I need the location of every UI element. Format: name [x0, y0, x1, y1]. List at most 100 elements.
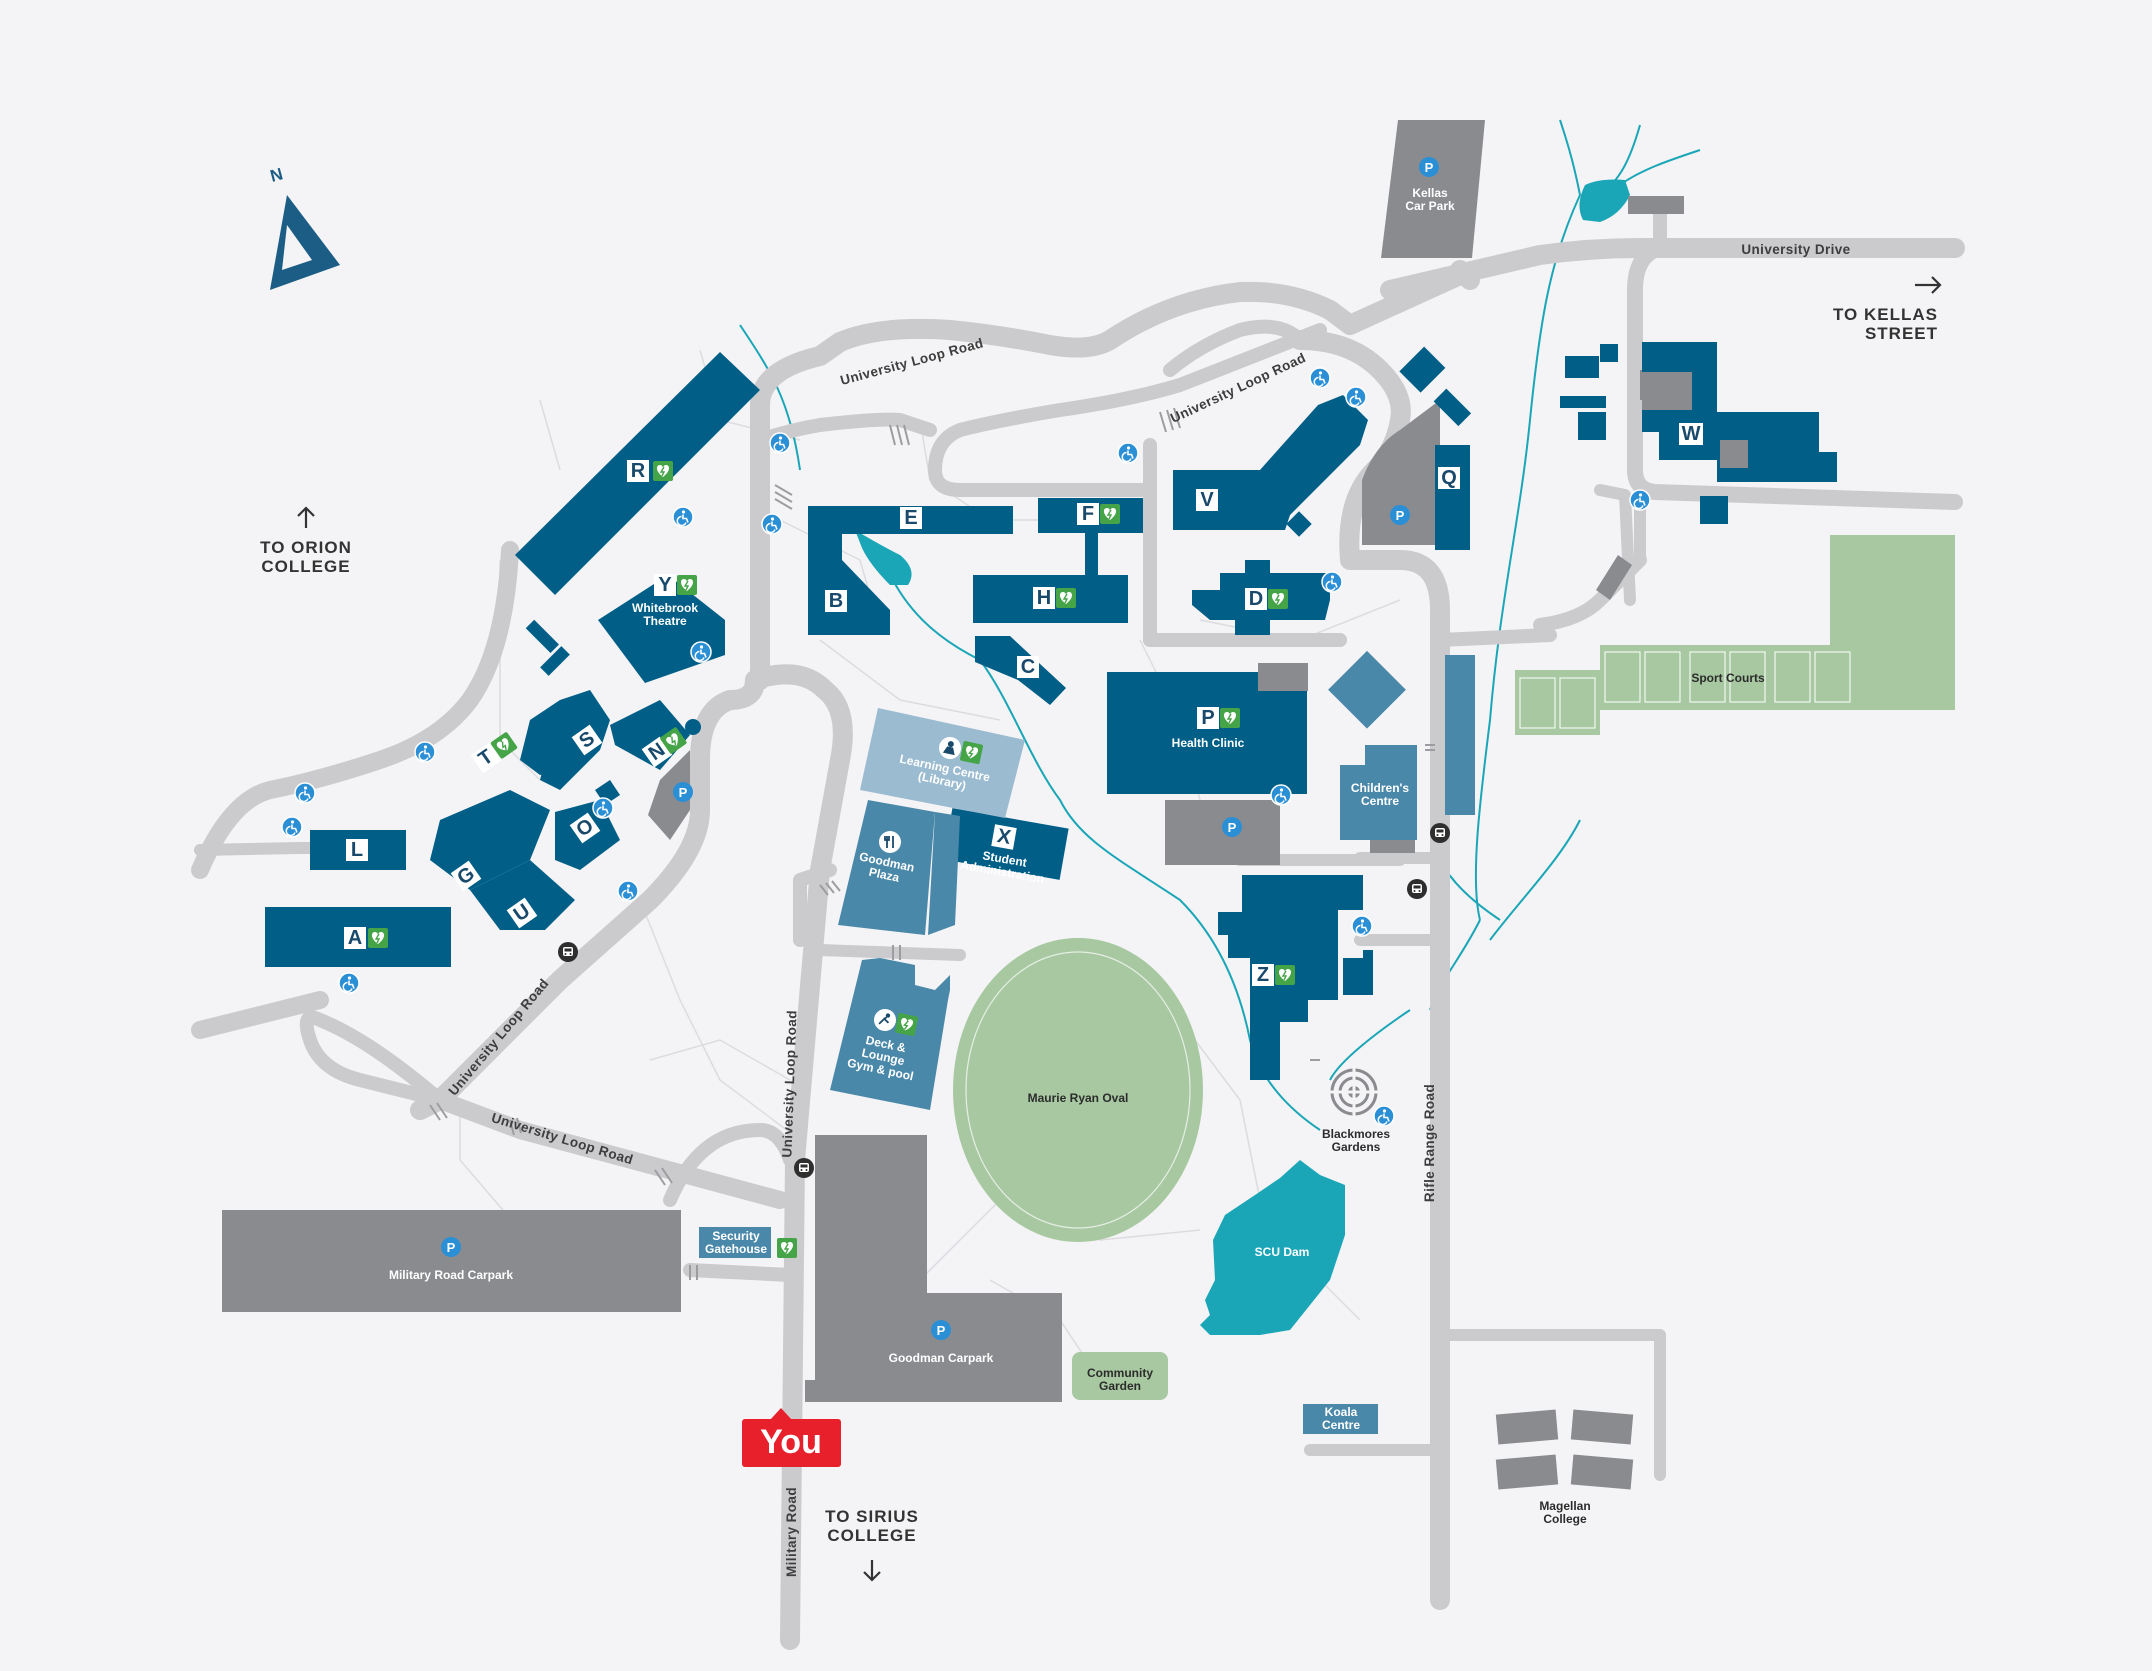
badge-e: E [900, 507, 922, 529]
parking-icons: P P P P P P [441, 157, 1439, 1340]
badge-p: P [1197, 707, 1241, 729]
gym-pool-icons [874, 1009, 920, 1038]
badge-s: S [571, 724, 603, 756]
building-v [1173, 395, 1368, 530]
svg-text:P: P [1201, 707, 1214, 729]
parking-icon: P [931, 1320, 951, 1340]
badge-b: B [825, 590, 847, 612]
svg-text:Q: Q [1441, 467, 1457, 489]
svg-text:P: P [679, 785, 688, 800]
parking-icon: P [1390, 505, 1410, 525]
badge-z: Z [1252, 964, 1296, 986]
badge-h: H [1033, 587, 1077, 609]
blackmores-label-1: Blackmores [1322, 1127, 1390, 1141]
diamond-building [1328, 650, 1406, 729]
kellas-car-park [1381, 120, 1485, 258]
scu-dam-label: SCU Dam [1255, 1245, 1310, 1259]
small-lake [855, 530, 912, 585]
accessible-icon [1117, 442, 1139, 464]
tennis-court-left [1515, 670, 1600, 735]
bus-stop-icon [1407, 879, 1427, 899]
road-label-loop-diagonal: University Loop Road [445, 976, 551, 1099]
north-compass: N [268, 164, 340, 290]
svg-text:Z: Z [1257, 964, 1269, 986]
svg-text:STREET: STREET [1865, 324, 1938, 343]
goodman-carpark-label: Goodman Carpark [889, 1351, 994, 1365]
building-q [1435, 445, 1470, 550]
bus-stop-icon [794, 1158, 814, 1178]
badge-d: D [1245, 588, 1289, 610]
court-lines [1519, 651, 1851, 729]
badge-x: X [991, 824, 1017, 850]
svg-text:V: V [1200, 489, 1214, 511]
security-gatehouse-label-1: Security [712, 1229, 760, 1243]
svg-text:TO SIRIUS: TO SIRIUS [825, 1507, 919, 1526]
badge-w: W [1679, 423, 1703, 445]
arrow-right-icon [1915, 276, 1942, 294]
learning-centre-icons [939, 737, 985, 766]
koala-centre-building [1303, 1404, 1378, 1434]
accessible-icon [1351, 915, 1373, 937]
badge-l: L [346, 839, 368, 861]
accessible-icon [617, 880, 639, 902]
road-label-rifle-range: Rifle Range Road [1422, 1084, 1437, 1202]
accessible-icon [1345, 386, 1367, 408]
to-orion-college: TO ORION COLLEGE [260, 506, 352, 576]
accessible-icon [761, 513, 783, 535]
bus-stop-icon [558, 942, 578, 962]
badge-y: Y [654, 574, 698, 596]
koala-centre-label-2: Centre [1322, 1418, 1360, 1432]
magellan-college-label-1: Magellan [1539, 1499, 1590, 1513]
badge-q: Q [1438, 467, 1460, 489]
svg-text:TO ORION: TO ORION [260, 538, 352, 557]
accessible-icon [294, 782, 316, 804]
svg-text:D: D [1249, 588, 1263, 610]
svg-text:X: X [996, 825, 1014, 849]
accessible-icon [1309, 367, 1331, 389]
parking-icon: P [1419, 157, 1439, 177]
blackmores-label-2: Gardens [1332, 1140, 1381, 1154]
accessible-icon [1270, 784, 1292, 806]
badge-f: F [1077, 503, 1121, 525]
community-garden-area [1072, 1352, 1168, 1400]
magellan-college-label-2: College [1543, 1512, 1587, 1526]
bus-stop-icon [1430, 823, 1450, 843]
svg-text:Y: Y [658, 574, 672, 596]
svg-text:F: F [1082, 503, 1094, 525]
childrens-centre-building [1340, 745, 1417, 840]
north-arrow-icon [270, 195, 340, 290]
svg-text:E: E [904, 507, 917, 529]
learning-centre [860, 708, 1025, 818]
secondary-buildings [699, 650, 1475, 1434]
north-label: N [268, 164, 285, 186]
accessible-icon [1373, 1105, 1395, 1127]
security-aed-icon [776, 1237, 798, 1259]
goodman-carpark [805, 1135, 1062, 1402]
deck-and-lounge-building [830, 958, 950, 1110]
childrens-centre-label-2: Centre [1361, 794, 1399, 808]
narrow-building [1445, 655, 1475, 815]
goodman-plaza-label-2: Plaza [868, 865, 901, 885]
accessible-icon [281, 816, 303, 838]
badge-c: C [1017, 656, 1039, 678]
dining-icon [879, 831, 901, 853]
badge-n: N [641, 725, 689, 768]
badge-a: A [344, 927, 389, 949]
parking-icon: P [441, 1237, 461, 1257]
koala-centre-label-1: Koala [1325, 1405, 1358, 1419]
community-garden-label-2: Garden [1099, 1379, 1141, 1393]
you-are-here-marker: You [742, 1408, 841, 1467]
military-road-carpark [222, 1210, 681, 1312]
accessible-icon [1321, 571, 1343, 593]
kellas-car-park-label-2: Car Park [1405, 199, 1455, 213]
accessible-icon [672, 506, 694, 528]
svg-text:C: C [1021, 656, 1035, 678]
parking-icon: P [673, 782, 693, 802]
svg-text:COLLEGE: COLLEGE [827, 1526, 916, 1545]
svg-text:L: L [351, 839, 363, 861]
arrow-down-icon [863, 1560, 881, 1582]
svg-text:H: H [1037, 587, 1051, 609]
community-garden-label-1: Community [1087, 1366, 1153, 1380]
direction-labels: TO ORION COLLEGE TO KELLAS STREET TO SIR… [260, 276, 1942, 1582]
scu-dam-water [1200, 1160, 1345, 1335]
